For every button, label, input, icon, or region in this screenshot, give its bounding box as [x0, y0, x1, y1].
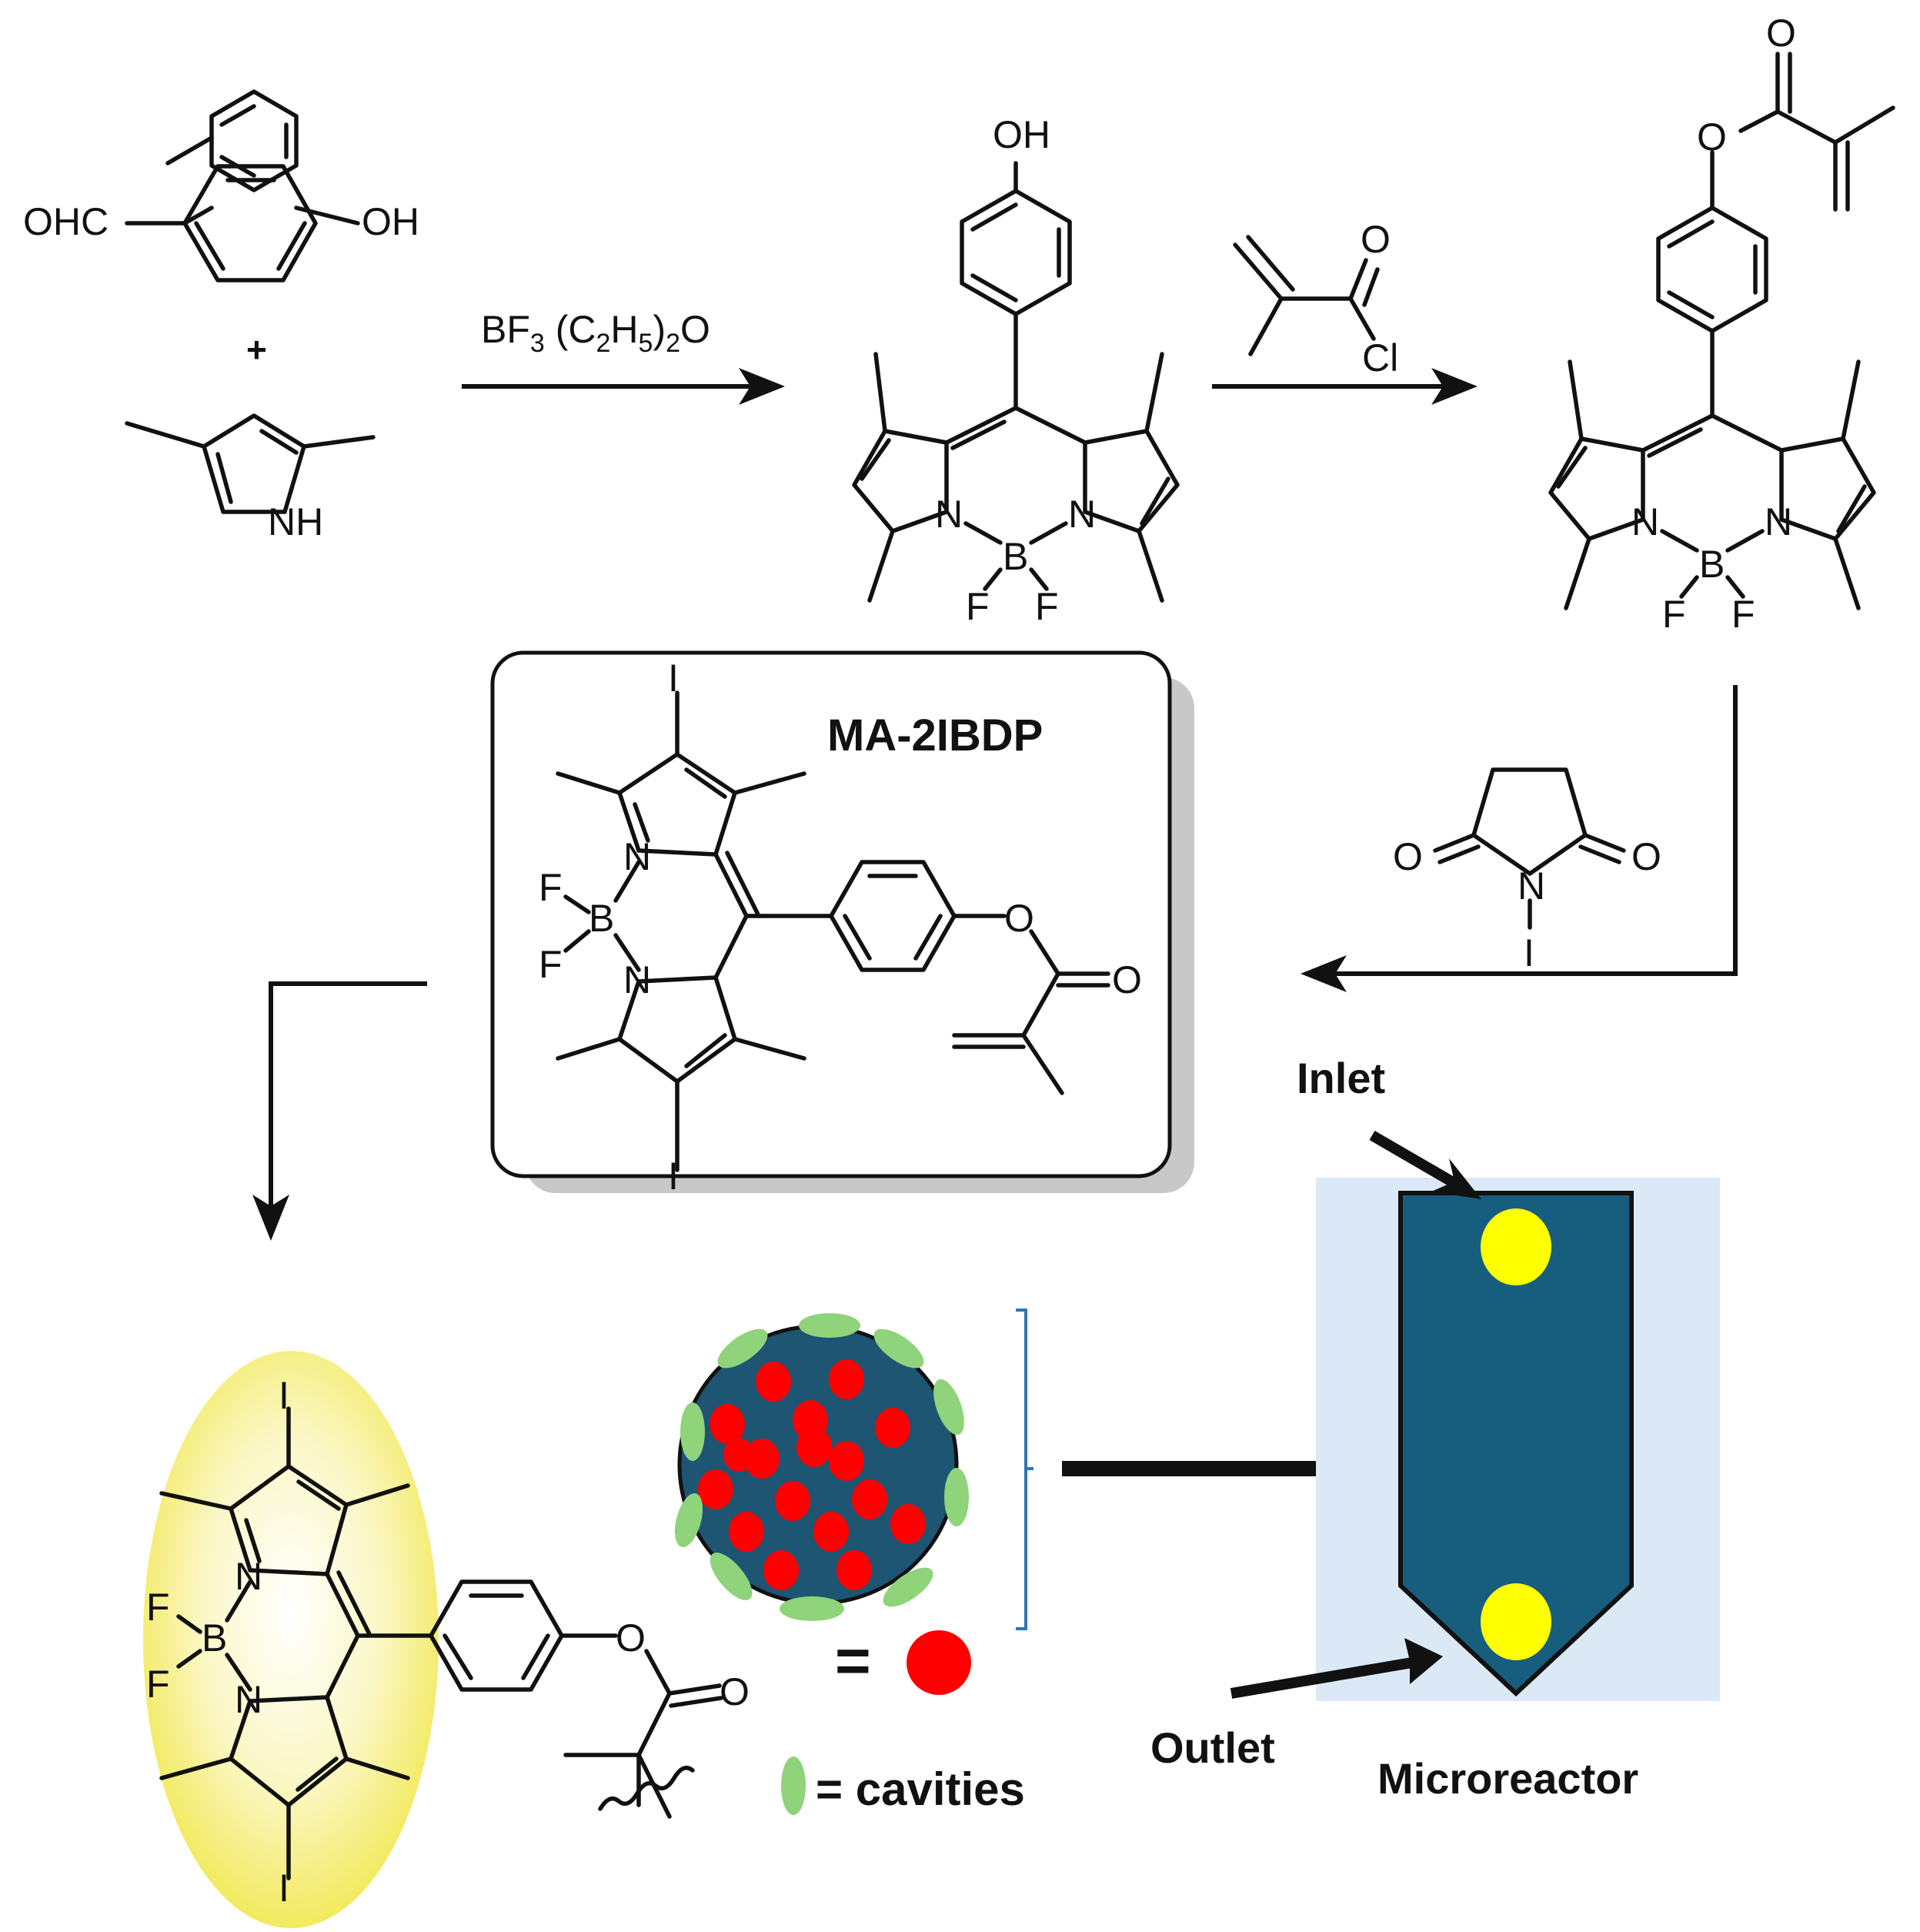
box-f-bottom: F — [539, 943, 563, 986]
nis-i: I — [1524, 931, 1534, 974]
microreactor-caption: Microreactor — [1377, 1754, 1638, 1803]
fluorine-right: F — [1035, 585, 1059, 628]
n-left: N — [1631, 500, 1659, 543]
reactor-body — [1398, 1191, 1634, 1697]
box-n-top: N — [623, 835, 651, 878]
bracket — [1016, 1309, 1033, 1630]
phenol-oh: OH — [993, 113, 1050, 156]
equals-sign: = — [835, 1626, 871, 1695]
box-iodo-bottom: I — [668, 1155, 679, 1198]
cho-label: OHC — [23, 200, 109, 243]
acyl-cl: Cl — [1362, 336, 1398, 379]
aldehyde-ring — [182, 164, 318, 282]
red-dots — [698, 1359, 926, 1590]
green-cavities — [674, 1313, 969, 1621]
ester-o: O — [1697, 115, 1727, 159]
n-left: N — [935, 493, 963, 536]
reaction-arrow-4 — [252, 981, 427, 1241]
nis-o-left: O — [1393, 835, 1423, 878]
outlet-port — [1481, 1583, 1551, 1660]
oh-label: OH — [362, 200, 419, 243]
polymer-sphere — [674, 1313, 969, 1621]
inlet-label: Inlet — [1297, 1054, 1385, 1102]
cavities-label: = cavities — [816, 1763, 1025, 1815]
n-right: N — [1068, 493, 1096, 536]
bodipy-methacrylate: O O N N B F F — [1548, 12, 1895, 636]
box-carbonyl-o: O — [1112, 958, 1142, 1001]
outlet-label: Outlet — [1150, 1723, 1275, 1772]
nis-n: N — [1518, 864, 1545, 908]
acyl-o: O — [1361, 218, 1391, 261]
box-boron: B — [589, 897, 614, 940]
polymer-iodo-top: I — [279, 1374, 289, 1417]
polymer-n-bottom: N — [235, 1678, 262, 1721]
cavity-legend — [781, 1757, 806, 1815]
dimethylpyrrole: NH — [125, 413, 376, 543]
fluorine-right: F — [1731, 593, 1755, 636]
reaction-arrow-3: O O N I — [1301, 685, 1738, 992]
plus-sign: + — [246, 329, 267, 369]
box-iodo-top: I — [668, 657, 679, 700]
box-title: MA-2IBDP — [827, 710, 1043, 760]
pyrrole-nh-label: NH — [268, 500, 323, 543]
boron: B — [1003, 535, 1028, 578]
svg-text:BF3 (C2H5)2O: BF3 (C2H5)2O — [481, 308, 710, 358]
polymer-n-top: N — [235, 1555, 262, 1598]
polymer-f-bottom: F — [146, 1663, 170, 1706]
reaction-arrow-1: BF3 (C2H5)2O — [462, 308, 785, 405]
bf3-label: BF — [481, 308, 530, 351]
polymer-f-top: F — [146, 1586, 170, 1629]
box-ester-o: O — [1004, 897, 1034, 940]
polymer-boron: B — [202, 1616, 227, 1660]
nis-o-right: O — [1631, 835, 1661, 878]
fluorine-left: F — [966, 585, 990, 628]
reaction-arrow-2: O Cl — [1212, 218, 1478, 405]
p-hydroxybenzaldehyde: OHC OH — [23, 89, 419, 243]
legend: = = cavities — [781, 1626, 1025, 1815]
boron: B — [1699, 543, 1725, 586]
microreactor: Inlet Outlet Microreactor — [1150, 1054, 1720, 1803]
box-n-bottom: N — [623, 958, 651, 1001]
polymer-unit: I I N N B F F O O — [143, 1351, 750, 1928]
fluorine-left: F — [1662, 593, 1686, 636]
polymer-ester-o: O — [616, 1616, 646, 1660]
box-f-top: F — [539, 866, 563, 909]
inlet-port — [1481, 1208, 1551, 1285]
n-right: N — [1765, 500, 1792, 543]
ma-2ibdp-box: MA-2IBDP I I — [490, 650, 1194, 1198]
polymer-carbonyl-o: O — [720, 1670, 750, 1713]
polymer-iodo-bottom: I — [279, 1867, 289, 1910]
red-dot-legend — [907, 1630, 971, 1695]
bodipy-phenol: OH N N B F F — [852, 113, 1180, 628]
ester-carbonyl-o: O — [1766, 12, 1796, 55]
